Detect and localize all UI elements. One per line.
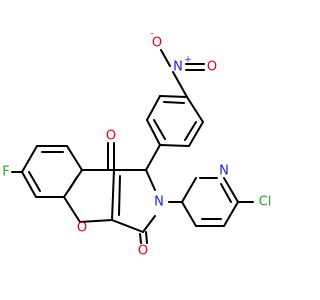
pyridine-nitrogen: N <box>219 164 229 179</box>
atom-labels: O - N + O F O N N Cl O O <box>2 29 271 259</box>
chemical-structure-diagram: O - N + O F O N N Cl O O <box>2 29 271 259</box>
ketone-oxygen-bottom: O <box>138 244 148 259</box>
chlorine-atom: Cl <box>259 195 272 210</box>
nitro-oxygen-top: O <box>152 36 162 51</box>
nitro-nitrogen-charge: + <box>184 55 192 65</box>
fluorine-atom: F <box>2 165 9 180</box>
bond-lines <box>11 49 254 244</box>
nitro-oxygen-right: O <box>207 60 217 75</box>
ketone-oxygen-top: O <box>106 129 116 144</box>
nitro-oxygen-charge: - <box>150 29 153 39</box>
chromene-oxygen: O <box>77 221 87 236</box>
nitro-nitrogen: N <box>173 60 183 75</box>
pyrrole-nitrogen: N <box>154 195 164 210</box>
